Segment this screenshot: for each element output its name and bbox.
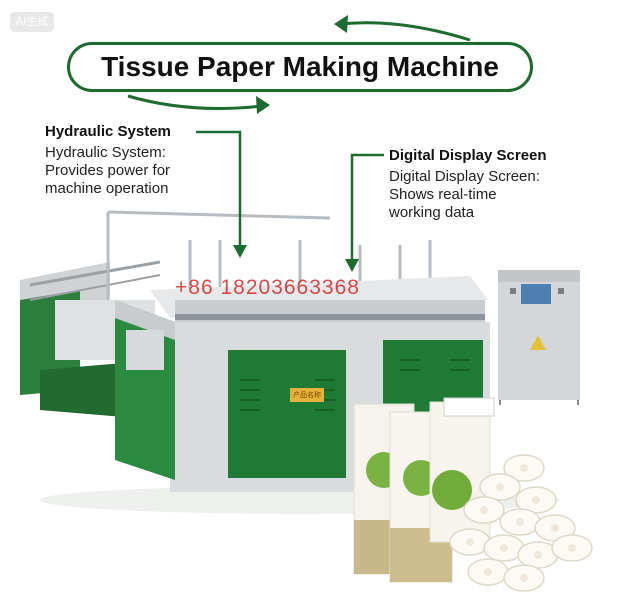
page-title: Tissue Paper Making Machine: [101, 51, 499, 82]
display-heading: Digital Display Screen: [389, 147, 547, 164]
hydraulic-heading: Hydraulic System: [45, 123, 171, 140]
display-description: Digital Display Screen: Shows real-time …: [389, 168, 540, 222]
feeder-section: [20, 260, 161, 420]
hydraulic-line: machine operation: [45, 180, 169, 197]
control-cabinet: [498, 270, 580, 405]
phone-watermark: +86 18203663368: [175, 276, 360, 299]
display-arrow-icon: [345, 259, 359, 272]
guide-rails: [106, 210, 432, 300]
hydraulic-arrow-icon: [233, 245, 247, 258]
hydraulic-line: Hydraulic System:: [45, 144, 166, 161]
display-line: working data: [389, 204, 475, 221]
title-swoosh: [127, 21, 471, 110]
machine-plate-label: 产品名称: [293, 391, 321, 399]
hydraulic-pointer: [196, 130, 242, 248]
tissue-rolls: [449, 454, 593, 592]
hydraulic-description: Hydraulic System: Provides power for mac…: [45, 144, 170, 198]
ai-generated-badge: AI生成: [10, 12, 54, 32]
swoosh-arrow-bottom-icon: [256, 96, 270, 114]
display-line: Shows real-time: [389, 186, 497, 203]
hydraulic-line: Provides power for: [45, 162, 171, 179]
display-line: Digital Display Screen:: [389, 168, 540, 185]
title-banner: Tissue Paper Making Machine: [67, 42, 533, 92]
display-pointer: [350, 153, 384, 262]
swoosh-arrow-top-icon: [334, 15, 348, 33]
